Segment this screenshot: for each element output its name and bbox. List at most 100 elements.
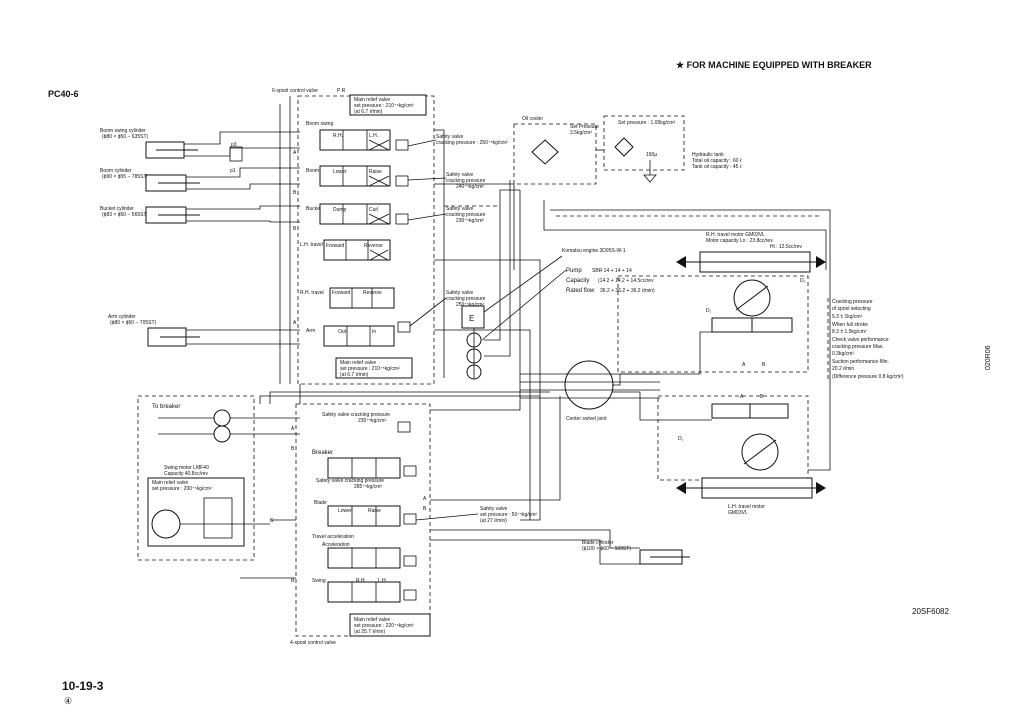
tank-l3: Tank oil capacity : 45 ℓ	[692, 164, 742, 170]
v4-port-a1: A	[291, 426, 295, 432]
spool-boom	[319, 165, 391, 187]
valve6-relief-l2: set pressure : 210⁺⁵kg/cm²	[354, 103, 414, 109]
sv1-l1: Safety valve	[436, 134, 463, 140]
revision-mark: ④	[64, 696, 72, 706]
spool-rh-travel	[329, 287, 395, 309]
port-b-1: B	[293, 190, 297, 196]
rh-motor-l1: R.H. travel motor GM03VL	[706, 232, 765, 238]
page-number: 10-19-3	[62, 679, 104, 693]
four-spool-control-valve: Safety valve cracking pressure 230⁺⁵kg/c…	[290, 403, 431, 646]
valve6-relief-box	[349, 94, 427, 116]
v4-relief-l3: (at 25.7 ℓ/min)	[354, 629, 385, 635]
sv3-l2: cracking pressure	[446, 212, 486, 218]
tank-set-pressure: Set pressure : 1.05kg/cm²	[618, 120, 676, 126]
spool-boom-swing	[319, 129, 391, 151]
note-0: Cracking pressure	[832, 299, 873, 305]
engine-e-label: E	[469, 314, 474, 323]
main-pipelines	[240, 129, 831, 579]
figure-id: 20SF6082	[912, 607, 949, 616]
spool-travel-accel	[327, 547, 401, 569]
port-p1: p1	[230, 168, 236, 174]
rh-travel-motor: R.H. travel motor GM03VL Motor capacity …	[617, 232, 826, 373]
spool-boom-swing-label: Boom swing	[306, 121, 333, 127]
v4-title: 4-spool control valve	[290, 640, 336, 646]
pump-label: Pump	[566, 268, 582, 274]
oil-cooler-set2: 3.5kg/cm²	[570, 130, 592, 136]
spool-lh-travel	[323, 239, 391, 261]
blade-safety-l2: set pressure : 50⁺⁵kg/cm²	[480, 512, 537, 518]
spool-lh-travel-label: L.H. travel	[300, 242, 323, 248]
rh-motor-l3: Hi : 12.5cc/rev	[770, 244, 802, 250]
note-3: When full stroke	[832, 322, 868, 328]
spool-rh-travel-left: Forward	[332, 290, 351, 296]
rh-port-d1: D₁	[706, 308, 712, 314]
bucket-cylinder-label: Bucket cylinder	[100, 206, 134, 212]
tank-l1: Hydraulic tank	[692, 152, 724, 158]
center-swivel-joint: Center swivel joint	[520, 360, 660, 422]
sv2-l1: Safety valve	[446, 172, 473, 178]
engine-name: Komatsu engine 3D95S-W-1	[562, 248, 626, 254]
note-10: (Difference pressure 0.8 kg/cm²)	[832, 374, 904, 380]
rh-port-d2: D₂	[800, 278, 806, 284]
v4-top-safety-l1: Safety valve cracking pressure	[322, 412, 390, 418]
note-5: Check valve performance	[832, 337, 889, 343]
spool-boom-swing-right: L.H.	[369, 133, 378, 139]
cylinders: Boom swing cylinder (ϕ80 × ϕ50 − 635ST) …	[100, 128, 200, 347]
v4-blade-right: Raise	[368, 508, 381, 514]
rh-port-b: B	[762, 362, 766, 368]
v4-top-safety-l2: 230⁺⁵kg/cm²	[358, 418, 386, 424]
spool-bucket-label: Bucket	[306, 206, 322, 212]
spool-rh-travel-right: Reverse	[363, 290, 382, 296]
model-label: PC40-6	[48, 89, 79, 99]
v4-swing-label: Swing	[312, 578, 326, 584]
flow-value: 36.2 + 36.2 + 36.2 ℓ/min)	[600, 288, 655, 294]
right-performance-notes: Cracking pressure of spool selecting 5.3…	[827, 298, 904, 382]
spool-lh-travel-left: Forward	[326, 243, 345, 249]
spool-boom-right: Raise	[369, 169, 382, 175]
arm-cylinder-spec: (ϕ80 × ϕ50 − 705ST)	[110, 320, 157, 326]
v4-port-a2: A	[423, 496, 427, 502]
flow-label: Rated flow	[566, 288, 595, 294]
capacity-value: (14.2 + 14.2 + 14.5cc/rev	[598, 278, 654, 284]
v4-relief-box	[349, 613, 431, 637]
drain-lines	[444, 205, 820, 217]
blade-section: Safety valve set pressure : 50⁺⁵kg/cm² (…	[415, 506, 690, 565]
spool-lh-travel-right: Reverse	[364, 243, 383, 249]
swing-motor-l1: Swing motor LMF40	[164, 465, 209, 471]
v4-swing-left: R.H.	[356, 578, 366, 584]
breaker-swing-section: To breaker Swing motor LMF40 Capacity 40…	[137, 395, 300, 561]
port-p3-top: p3	[231, 142, 237, 148]
valve6-bottom-relief-l3: (at 6.7 ℓ/min)	[340, 372, 369, 378]
capacity-label: Capacity	[566, 278, 589, 284]
breaker-note: ★ FOR MACHINE EQUIPPED WITH BREAKER	[676, 60, 872, 70]
boom-swing-cylinder-spec: (ϕ80 × ϕ50 − 635ST)	[102, 134, 149, 140]
lh-motor-l2: GM03VL	[728, 510, 748, 516]
lh-port-b: B	[760, 394, 764, 400]
v4-mid-safety-l1: Safety valve cracking pressure	[316, 478, 384, 484]
rh-motor-l2: Motor capacity Lo : 23.8cc/rev	[706, 238, 773, 244]
valve6-outline	[297, 95, 435, 385]
safety-valve-notes: Safety valve cracking pressure : 250⁺⁵kg…	[407, 134, 508, 327]
spool-boom-swing-left: R.H.	[333, 133, 343, 139]
spool-bucket	[319, 203, 391, 225]
boom-swing-cylinder-label: Boom swing cylinder	[100, 128, 146, 134]
boom-cylinder-spec: (ϕ90 × ϕ55 − 785ST)	[102, 174, 149, 180]
note-9: 20.2 ℓ/min	[832, 366, 854, 372]
boom-cylinder-label: Boom cylinder	[100, 168, 132, 174]
oil-cooler-tank: Oil cooler Set Pressure 3.5kg/cm² Set pr…	[434, 115, 742, 270]
v4-relief-l2: set pressure : 220⁺⁵kg/cm²	[354, 623, 414, 629]
valve6-bottom-relief-l2: set pressure : 210⁺⁵kg/cm²	[340, 366, 400, 372]
spool-boom-label: Boom	[306, 168, 319, 174]
valve6-bottom-relief-l1: Main relief valve	[340, 360, 376, 366]
lh-motor-l1: L.H. travel motor	[728, 504, 765, 510]
v4-relief-l1: Main relief valve	[354, 617, 390, 623]
valve6-relief-l3: (at 6.7 ℓ/min)	[354, 109, 383, 115]
swing-motor-l4: set pressure : 200⁺⁵kg/cm²	[152, 486, 212, 492]
swing-motor-l3: Main relief valve	[152, 480, 188, 486]
note-1: of spool selecting	[832, 306, 871, 312]
spool-breaker	[327, 457, 401, 479]
bucket-cylinder-spec: (ϕ83 × ϕ50 − 565ST)	[102, 212, 149, 218]
spool-bucket-left: Dump	[333, 207, 347, 213]
v4-breaker-label: Breaker	[312, 450, 333, 456]
